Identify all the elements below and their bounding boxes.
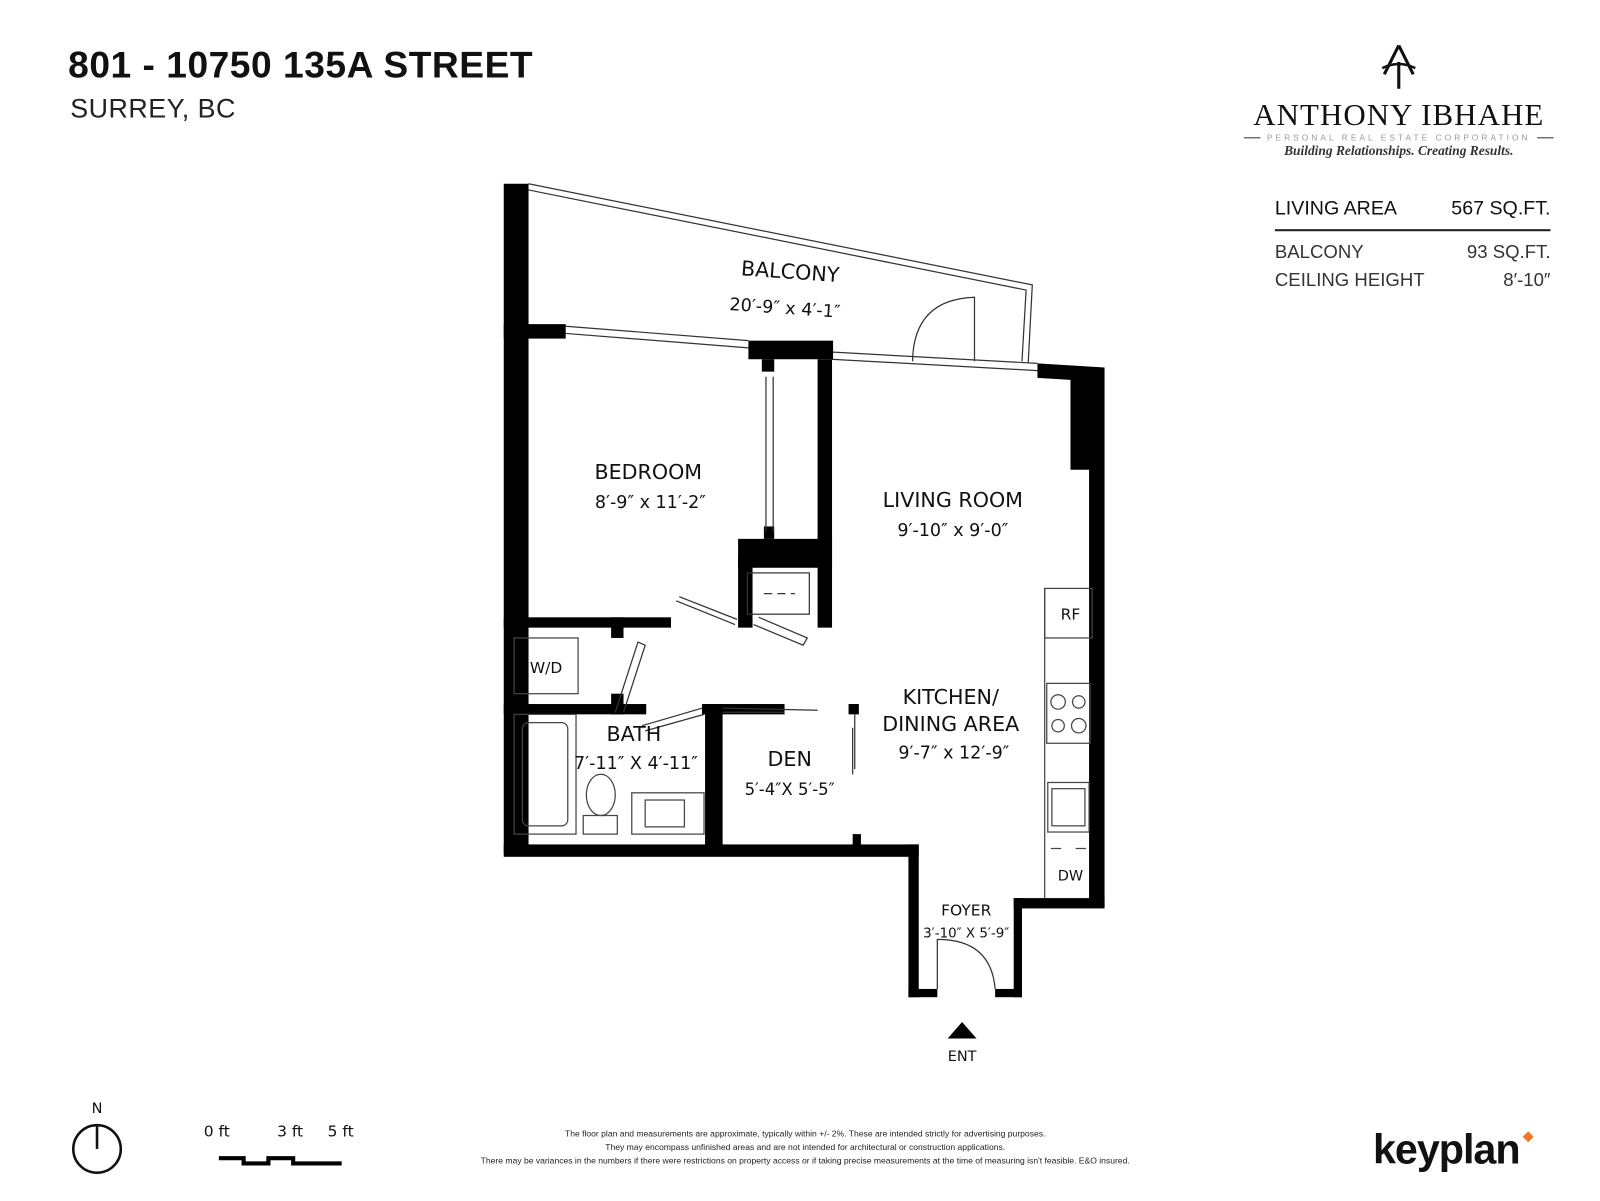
rf-label: RF [1061, 605, 1081, 623]
ceiling-label: CEILING HEIGHT [1274, 269, 1425, 291]
bath-dims: 7′-11″ X 4′-11″ [574, 754, 698, 774]
scale-5: 5 ft [328, 1123, 354, 1141]
toilet [585, 773, 616, 817]
bathtub [521, 721, 569, 827]
property-address: 801 - 10750 135A STREET [68, 43, 534, 86]
keyplan-wordmark: keyplan [1372, 1127, 1521, 1173]
den-name: DEN [768, 747, 812, 771]
compass: N [72, 1101, 123, 1174]
washer-dryer [513, 637, 579, 695]
keyplan-logo: keyplan◆ [1372, 1127, 1534, 1173]
keyplan-fox-icon: ◆ [1522, 1127, 1534, 1144]
disclaimer-line-3: There may be variances in the numbers if… [480, 1155, 1130, 1166]
living-area-label: LIVING AREA [1274, 198, 1397, 220]
kitchen-dims: 9′-7″ x 12′-9″ [898, 744, 1009, 764]
disclaimer-line-2: They may encompass unfinished areas and … [605, 1141, 1006, 1153]
foyer-dims: 3′-10″ X 5′-9″ [923, 926, 1009, 941]
balcony-name: BALCONY [740, 256, 840, 287]
scale-bar: 0 ft 3 ft 5 ft [204, 1123, 354, 1166]
bedroom-dims: 8′-9″ x 11′-2″ [595, 493, 706, 513]
living-dims: 9′-10″ x 9′-0″ [897, 521, 1008, 541]
foyer-name: FOYER [941, 902, 991, 920]
dw-label: DW [1058, 869, 1083, 885]
area-stats: LIVING AREA 567 SQ.FT. BALCONY 93 SQ.FT. C… [1274, 198, 1551, 297]
balcony-door [911, 296, 976, 362]
bath-name: BATH [606, 722, 661, 746]
entry-door [936, 938, 996, 989]
ceiling-value: 8′-10″ [1503, 269, 1551, 291]
closet-door [753, 616, 809, 646]
balcony-label: BALCONY [1274, 241, 1364, 263]
kitchen-sink [1047, 781, 1090, 833]
compass-label: N [92, 1101, 103, 1117]
windows [565, 325, 1038, 372]
entry-marker: ENT [947, 1021, 977, 1065]
brand-name: ANTHONY IBHAHE [1253, 98, 1545, 133]
balcony-value: 93 SQ.FT. [1466, 241, 1551, 263]
refrigerator [1044, 587, 1093, 639]
kitchen-name-1: KITCHEN/ [903, 685, 999, 709]
living-name: LIVING ROOM [883, 488, 1023, 512]
bathroom-sink [644, 799, 686, 828]
doors [614, 296, 996, 989]
disclaimer: The floor plan and measurements are appr… [392, 1127, 1218, 1167]
kitchen-name-2: DINING AREA [882, 712, 1019, 736]
fixtures [513, 587, 1093, 899]
scale-0: 0 ft [204, 1123, 230, 1141]
scale-3: 3 ft [277, 1123, 303, 1141]
brand-logo: ANTHONY IBHAHE PERSONAL REAL ESTATE CORP… [1244, 43, 1554, 159]
brand-corporation: PERSONAL REAL ESTATE CORPORATION [1244, 133, 1554, 142]
disclaimer-line-1: The floor plan and measurements are appr… [564, 1128, 1046, 1139]
wd-label: W/D [530, 659, 562, 677]
den-dims: 5′-4″X 5′-5″ [745, 780, 835, 799]
balcony-outline [528, 183, 1033, 364]
monogram-icon [1381, 44, 1416, 89]
bedroom-name: BEDROOM [594, 460, 702, 484]
entry-arrow-icon [947, 1021, 977, 1039]
brand-tagline: Building Relationships. Creating Results… [1284, 142, 1514, 158]
cooktop [1046, 682, 1091, 744]
den-door [852, 714, 856, 775]
bath-door [641, 707, 705, 732]
entry-label: ENT [948, 1049, 977, 1065]
property-city: SURREY, BC [70, 92, 236, 124]
bedroom-door [675, 596, 738, 626]
living-area-value: 567 SQ.FT. [1451, 198, 1551, 220]
balcony-dims: 20′-9″ x 4′-1″ [729, 295, 842, 323]
laundry-door [614, 641, 646, 713]
